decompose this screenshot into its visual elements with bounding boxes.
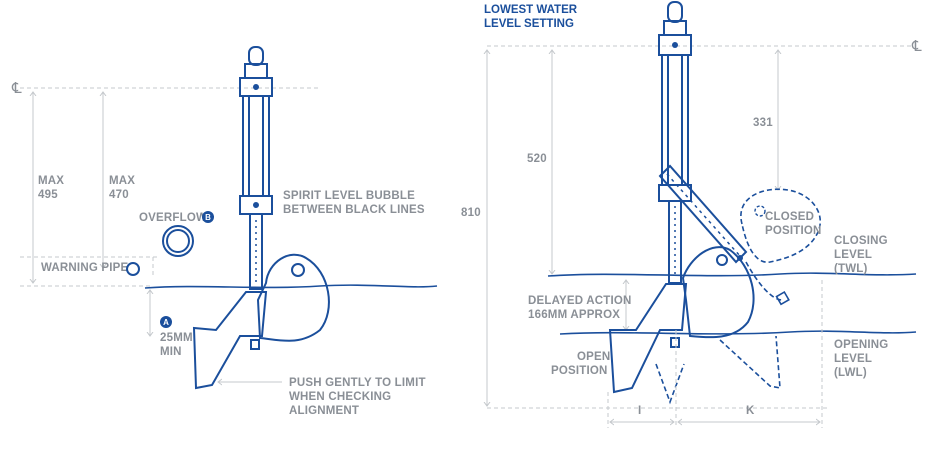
closed-float-outline: [740, 188, 822, 263]
open-dashed-hook: [719, 335, 781, 389]
spirit-level-label-1: SPIRIT LEVEL BUBBLE: [283, 190, 415, 202]
closed-position-label-2: POSITION: [765, 225, 822, 237]
dim-331-label: 331: [753, 117, 773, 129]
badge-b: [202, 211, 214, 223]
overflow-label: OVERFLOW: [139, 212, 207, 224]
overflow-pipe: [162, 225, 194, 257]
opening-level-label-1: OPENING: [834, 339, 888, 351]
badge-a-text: A: [163, 318, 169, 327]
lowest-water-label-1: LOWEST WATER: [484, 4, 578, 16]
right-valve-assembly: [608, 1, 755, 394]
badge-b-text: B: [205, 213, 211, 222]
spirit-level-bubble: [253, 202, 259, 208]
valve-body-lug: [670, 337, 680, 348]
dim-i-label: I: [638, 405, 641, 417]
valve-stem: [249, 213, 263, 290]
valve-top-bolt: [253, 84, 259, 90]
opening-level-label-3: (LWL): [834, 367, 867, 379]
closed-position-label-1: CLOSED: [765, 211, 814, 223]
push-label-1: PUSH GENTLY TO LIMIT: [289, 377, 426, 389]
right-centerline-symbol: ℄: [911, 37, 922, 55]
valve-top-block: [658, 34, 692, 56]
delayed-action-label-1: DELAYED ACTION: [528, 295, 632, 307]
float-pivot: [291, 263, 305, 277]
closing-water-line: [547, 272, 917, 277]
min-25-label-2: MIN: [160, 346, 182, 358]
max-495-label-2: 495: [38, 189, 58, 201]
max-470-label-2: 470: [109, 189, 129, 201]
valve-rail-right: [262, 95, 270, 197]
dim-k-label: K: [746, 405, 755, 417]
valve-float: [681, 246, 755, 339]
dim-810-label: 810: [461, 207, 481, 219]
warning-pipe: [126, 262, 140, 276]
valve-body-hook: [608, 283, 688, 394]
closing-level-label-2: LEVEL: [834, 249, 872, 261]
left-centerline-symbol: ℄: [11, 79, 22, 97]
left-diagram: ℄ MAX 495 MAX 470 OVERFLOW B WARNING PIP…: [11, 46, 438, 417]
max-495-label-1: MAX: [38, 175, 64, 187]
valve-cap: [248, 46, 264, 66]
valve-float: [256, 253, 330, 342]
push-label-3: ALIGNMENT: [289, 405, 359, 417]
closing-level-label-3: (TWL): [834, 263, 868, 275]
opening-water-line: [559, 330, 917, 335]
closing-level-label-1: CLOSING: [834, 235, 888, 247]
max-470-label-1: MAX: [109, 175, 135, 187]
float-pivot: [716, 254, 728, 266]
open-position-label-1: OPEN: [577, 351, 610, 363]
valve-body-lug: [250, 339, 260, 350]
valve-top-collar: [663, 20, 687, 36]
valve-rail-left: [242, 95, 250, 197]
open-dashed-tip: [655, 363, 685, 405]
closed-float-pivot: [754, 205, 766, 217]
tilted-arm-holes: [666, 173, 741, 257]
valve-top-block: [239, 77, 273, 97]
left-water-line: [144, 284, 438, 289]
dim-520-label: 520: [527, 153, 547, 165]
swing-latch: [775, 290, 790, 306]
badge-a: [160, 316, 172, 328]
valve-top-collar: [244, 63, 268, 79]
min-25-label-1: 25MM: [160, 332, 193, 344]
lowest-water-label-2: LEVEL SETTING: [484, 18, 574, 30]
valve-rail-left: [661, 54, 669, 186]
left-valve-assembly: [192, 46, 330, 390]
spirit-level-label-2: BETWEEN BLACK LINES: [283, 204, 425, 216]
delayed-action-label-2: 166MM APPROX: [528, 309, 620, 321]
valve-rail-right: [681, 54, 689, 186]
valve-top-bolt: [672, 42, 678, 48]
open-position-label-2: POSITION: [551, 365, 608, 377]
swing-arc: [745, 261, 783, 301]
tilted-arm: [658, 164, 748, 264]
right-diagram: LOWEST WATER LEVEL SETTING ℄ 810 520 331…: [461, 1, 922, 428]
valve-body-hook: [192, 291, 268, 390]
valve-cap: [667, 1, 683, 23]
overflow-pipe-inner: [166, 229, 190, 253]
push-label-2: WHEN CHECKING: [289, 391, 391, 403]
warning-pipe-label: WARNING PIPE: [41, 262, 129, 274]
opening-level-label-2: LEVEL: [834, 353, 872, 365]
